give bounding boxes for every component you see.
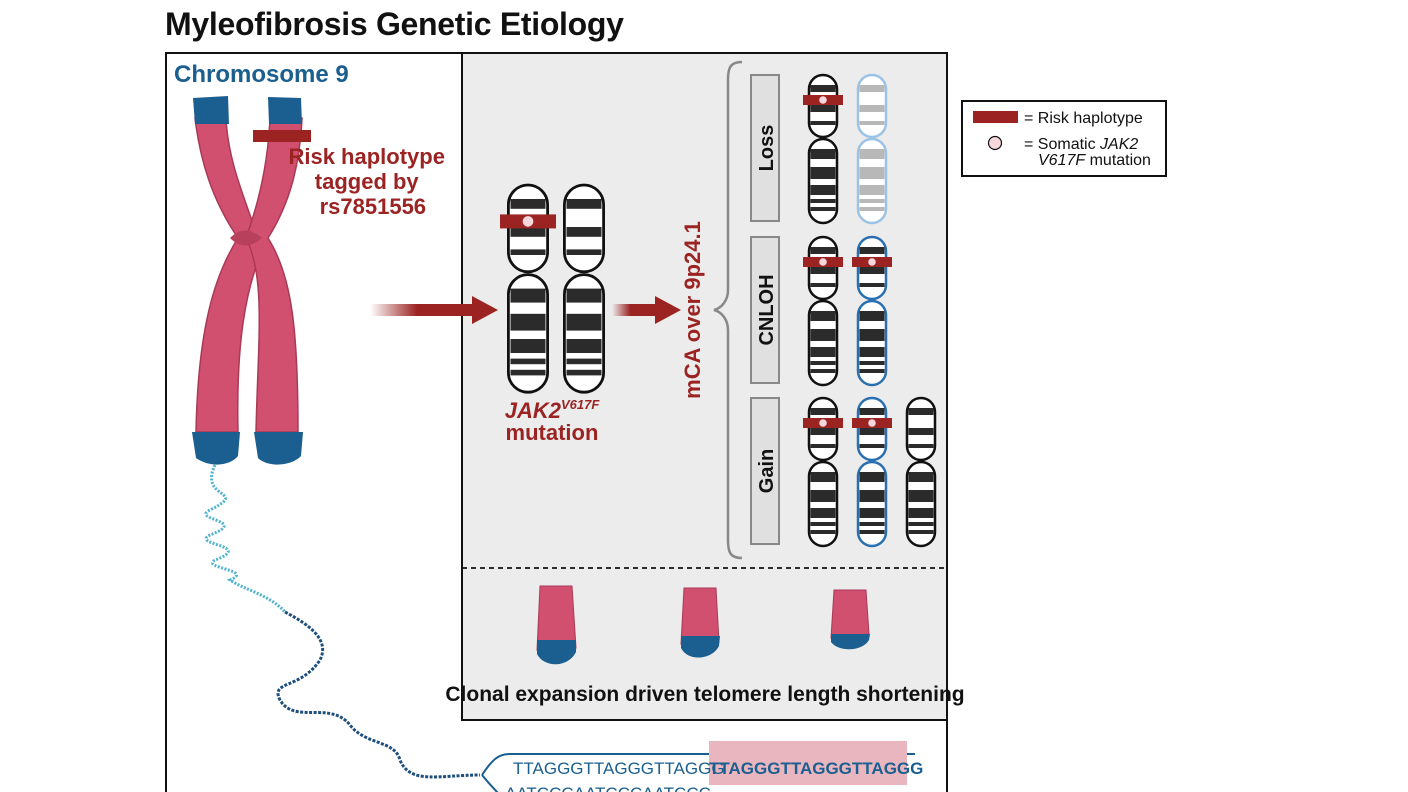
sequence-bottom: AATCCCAATCCCAATCCC [505,784,711,792]
jak2-label: JAK2V617F [505,397,601,423]
cnloh-box [750,236,780,384]
loss-box [750,74,780,222]
jak2-chromosome-pair [500,183,605,394]
legend-risk-text: = Risk haplotype [1024,110,1143,127]
arrow-to-jak2 [370,296,498,324]
clonal-label: Clonal expansion driven telomere length … [445,683,964,706]
dna-coil [204,464,481,779]
mca-type-boxes: Loss CNLOH Gain [750,74,780,545]
legend-somatic-line2: V617F mutation [1038,152,1151,169]
legend: = Risk haplotype = Somatic JAK2 V617F mu… [961,100,1167,177]
risk-haplotype-text: Risk haplotype tagged by rs7851556 [0,0,476,219]
chromosome-label: Chromosome 9 [174,61,349,88]
jak2-mutation-word: mutation [506,420,599,445]
mca-label: mCA over 9p24.1 [680,221,705,399]
telomere-strand: TTAGGGTTAGGGTTAGGG TTAGGGTTAGGGTTAGGG AA… [481,741,923,792]
telomere-shortening-series [536,585,870,665]
chromosome-9-illustration [192,96,311,465]
gain-box [750,397,780,545]
loss-label: Loss [756,125,778,172]
gain-label: Gain [756,449,778,493]
mca-brace [713,60,743,560]
gain-chromosomes [802,396,937,548]
arrow-to-mca [612,296,681,324]
sequence-top-highlight: TTAGGGTTAGGGTTAGGG [709,759,923,778]
figure-title: Myleofibrosis Genetic Etiology [165,6,624,42]
legend-somatic-line1: = Somatic JAK2 [1024,136,1138,153]
risk-haplotype-bar [253,130,311,142]
telomere-highlight [709,741,907,785]
sequence-top-plain: TTAGGGTTAGGGTTAGGG [513,759,725,778]
cnloh-label: CNLOH [756,274,778,345]
legend-somatic-swatch [987,135,1003,151]
legend-risk-swatch [973,111,1018,123]
